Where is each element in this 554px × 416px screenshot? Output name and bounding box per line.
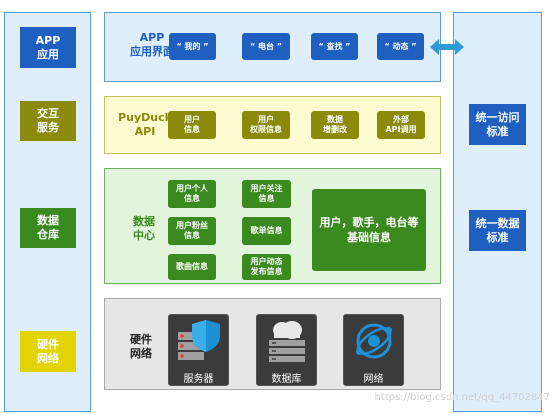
api-item-external-api: 外部 API调用 bbox=[377, 111, 425, 139]
left-item-data-warehouse: 数据 仓库 bbox=[20, 208, 76, 248]
data-layer-title: 数据 中心 bbox=[133, 215, 155, 242]
data-item-user-personal: 用户个人 信息 bbox=[168, 180, 216, 208]
double-arrow-icon bbox=[430, 39, 464, 55]
data-item-songs: 歌曲信息 bbox=[168, 254, 216, 280]
left-item-interaction: 交互 服务 bbox=[20, 101, 76, 141]
cloud-database-icon bbox=[269, 321, 305, 362]
left-item-app: APP 应用 bbox=[20, 27, 76, 68]
app-item-search: “ 查找 ” bbox=[311, 33, 358, 60]
hardware-layer-title: 硬件 网络 bbox=[130, 333, 152, 360]
network-globe-icon bbox=[356, 323, 392, 359]
database-label: 数据库 bbox=[271, 374, 302, 385]
data-item-user-follow: 用户关注 信息 bbox=[242, 180, 291, 208]
app-item-mine: “ 我的 ” bbox=[169, 33, 216, 60]
server-label: 服务器 bbox=[183, 374, 214, 385]
data-item-user-fans: 用户粉丝 信息 bbox=[168, 217, 216, 245]
data-big-basic-info: 用户，歌手，电台等 基础信息 bbox=[312, 189, 426, 271]
api-item-user-info: 用户 信息 bbox=[168, 111, 216, 139]
api-layer-title: PuyDuck API bbox=[118, 111, 172, 138]
watermark: https://blog.csdn.net/qq_44702847 bbox=[374, 392, 550, 403]
app-item-dynamic: “ 动态 ” bbox=[377, 33, 424, 60]
data-item-user-dynamics: 用户动态 发布信息 bbox=[242, 254, 291, 280]
right-item-data-standard: 统一数据 标准 bbox=[469, 210, 526, 251]
api-item-data-crud: 数据 增删改 bbox=[311, 111, 359, 139]
right-item-access-standard: 统一访问 标准 bbox=[469, 104, 526, 145]
network-label: 网络 bbox=[363, 374, 384, 385]
api-item-user-permission: 用户 权限信息 bbox=[242, 111, 290, 139]
app-item-radio: “ 电台 ” bbox=[242, 33, 290, 60]
left-item-hardware: 硬件 网络 bbox=[20, 331, 76, 372]
server-shield-icon bbox=[178, 320, 220, 360]
app-layer-title: APP 应用界面 bbox=[130, 31, 174, 58]
data-item-playlists: 歌单信息 bbox=[242, 217, 291, 245]
